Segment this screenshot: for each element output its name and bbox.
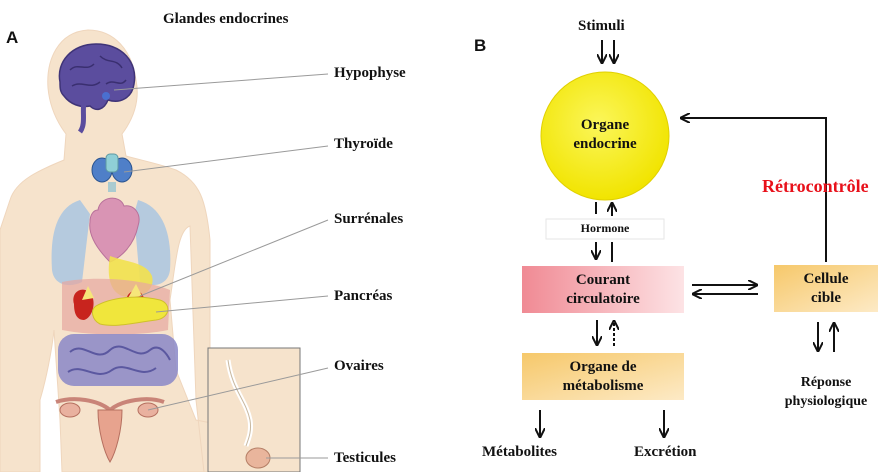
thyroid-icon (91, 153, 133, 192)
label-pancreas: Pancréas (334, 288, 393, 304)
panel-a-letter: A (6, 28, 19, 47)
hormone-label: Hormone (580, 221, 630, 235)
label-hypophyse: Hypophyse (334, 65, 406, 81)
stimuli-label: Stimuli (578, 18, 625, 34)
panel-b-letter: B (474, 36, 487, 55)
label-thyroide: Thyroïde (334, 136, 393, 152)
feedback-label: Rétrocontrôle (762, 176, 869, 196)
feedback-path (682, 118, 827, 262)
right-lung (134, 200, 171, 286)
excretion-label: Excrétion (634, 444, 697, 460)
left-lung (51, 200, 90, 286)
response-label: Réponse physiologique (784, 375, 868, 409)
hormone-box (545, 218, 665, 240)
brain-icon (58, 43, 136, 134)
label-surrenales: Surrénales (334, 211, 404, 227)
metabolism-organ-label: Organe de métabolisme (562, 358, 644, 394)
pancreas-icon (92, 296, 169, 326)
target-cell-label: Cellule cible (803, 270, 849, 306)
metabolites-label: Métabolites (482, 444, 557, 460)
panel-a-title: Glandes endocrines (163, 11, 289, 27)
metabolism-organ-box (522, 353, 684, 400)
body-illustration (0, 29, 329, 472)
label-ovaires: Ovaires (334, 358, 384, 374)
heart-icon (89, 197, 140, 263)
endocrine-organ-label: Organe endocrine (573, 117, 637, 152)
endocrine-organ-circle (540, 71, 670, 201)
target-cell-box (774, 265, 878, 312)
label-testicules: Testicules (334, 450, 396, 466)
intestines (58, 334, 178, 386)
circulation-label: Courant circulatoire (566, 271, 640, 307)
circulation-box (522, 266, 684, 313)
